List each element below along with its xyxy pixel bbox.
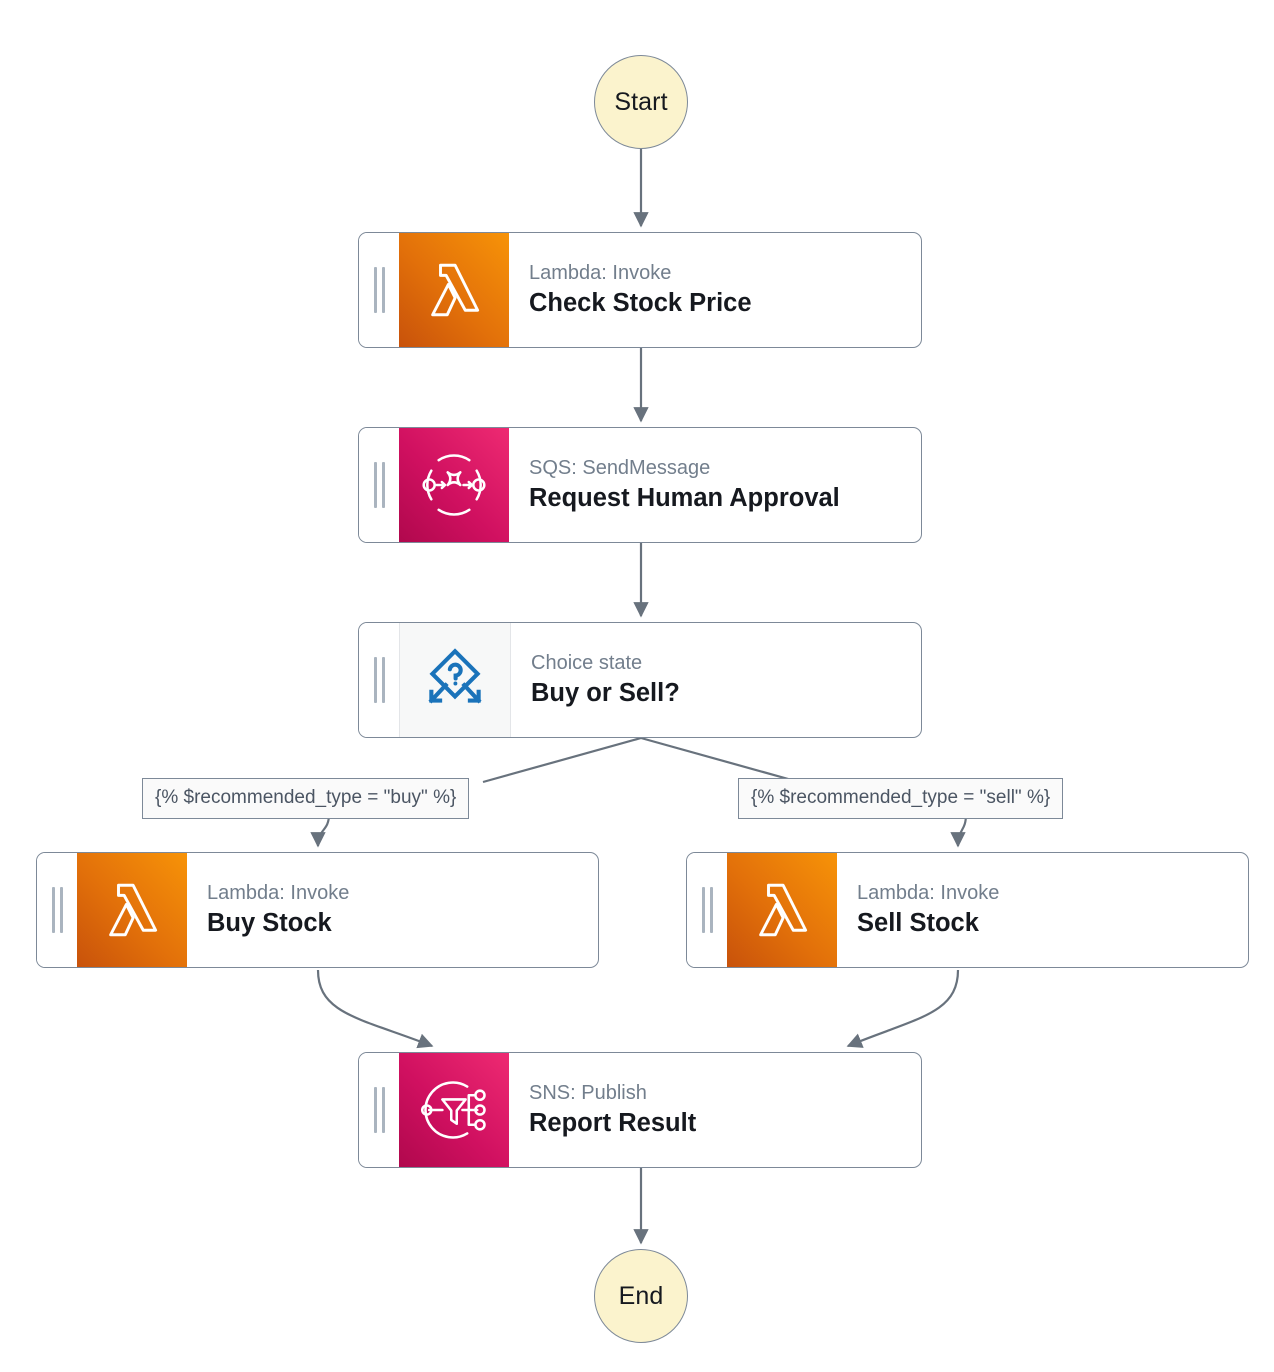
state-title: Report Result (529, 1109, 697, 1138)
state-report-result[interactable]: SNS: Publish Report Result (358, 1052, 922, 1168)
state-sublabel: Choice state (531, 652, 643, 675)
drag-handle-icon[interactable] (359, 428, 399, 542)
edge-buy-stock-to-report-result (316, 969, 434, 1049)
state-buy-stock[interactable]: Lambda: Invoke Buy Stock (36, 852, 599, 968)
state-labels: Lambda: Invoke Check Stock Price (509, 233, 921, 347)
state-title: Request Human Approval (529, 484, 840, 513)
state-labels: Lambda: Invoke Sell Stock (837, 853, 1248, 967)
start-node[interactable]: Start (594, 55, 688, 149)
state-title: Sell Stock (857, 909, 979, 938)
sqs-icon (399, 428, 509, 542)
lambda-icon (727, 853, 837, 967)
condition-label-buy: {% $recommended_type = "buy" %} (142, 778, 470, 819)
state-labels: SNS: Publish Report Result (509, 1053, 921, 1167)
condition-label-sell: {% $recommended_type = "sell" %} (738, 778, 1064, 819)
end-node[interactable]: End (594, 1249, 688, 1343)
edge-buy-or-sell-to-cond-buy (482, 736, 642, 784)
sns-icon (399, 1053, 509, 1167)
drag-handle-icon[interactable] (687, 853, 727, 967)
state-request-human-approval[interactable]: SQS: SendMessage Request Human Approval (358, 427, 922, 543)
lambda-icon (77, 853, 187, 967)
state-sell-stock[interactable]: Lambda: Invoke Sell Stock (686, 852, 1249, 968)
start-label: Start (614, 87, 668, 116)
state-title: Buy or Sell? (531, 679, 680, 708)
drag-handle-icon[interactable] (37, 853, 77, 967)
state-labels: Choice state Buy or Sell? (511, 623, 921, 737)
state-labels: SQS: SendMessage Request Human Approval (509, 428, 921, 542)
state-check-stock-price[interactable]: Lambda: Invoke Check Stock Price (358, 232, 922, 348)
drag-handle-icon[interactable] (359, 233, 399, 347)
state-sublabel: SNS: Publish (529, 1082, 647, 1105)
lambda-icon (399, 233, 509, 347)
end-label: End (618, 1281, 664, 1310)
state-sublabel: Lambda: Invoke (529, 262, 672, 285)
state-buy-or-sell[interactable]: Choice state Buy or Sell? (358, 622, 922, 738)
choice-question-diamond-icon (399, 623, 511, 737)
edge-sell-stock-to-report-result (846, 969, 960, 1048)
drag-handle-icon[interactable] (359, 1053, 399, 1167)
state-title: Check Stock Price (529, 289, 752, 318)
state-sublabel: SQS: SendMessage (529, 457, 711, 480)
state-sublabel: Lambda: Invoke (857, 882, 1000, 905)
state-labels: Lambda: Invoke Buy Stock (187, 853, 598, 967)
state-title: Buy Stock (207, 909, 332, 938)
drag-handle-icon[interactable] (359, 623, 399, 737)
state-sublabel: Lambda: Invoke (207, 882, 350, 905)
edge-buy-or-sell-to-cond-sell (640, 736, 800, 784)
